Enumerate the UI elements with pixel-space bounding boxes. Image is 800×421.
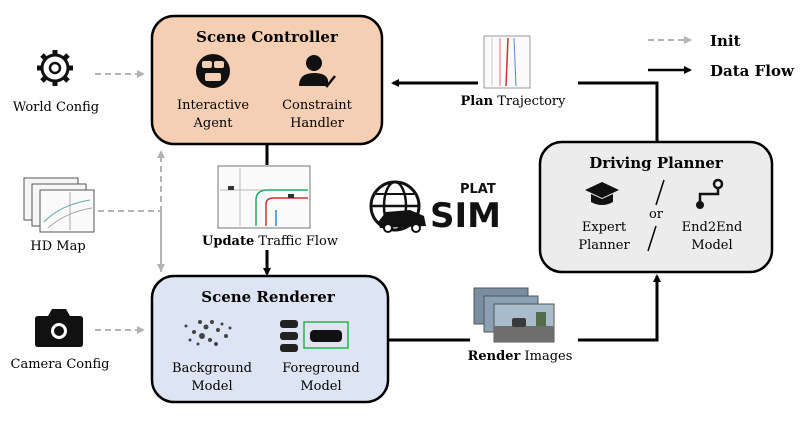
or-divider-top — [655, 179, 665, 206]
splatsim-logo: PLAT SIM — [369, 180, 501, 236]
end2end-model-label-line1: End2End — [682, 220, 743, 235]
scene-renderer-title: Scene Renderer — [201, 288, 336, 306]
legend-init-label: Init — [710, 32, 741, 50]
data-flow-arrows — [263, 79, 661, 342]
hd-map-label: HD Map — [30, 239, 85, 254]
constraint-handler-label-line2: Handler — [290, 116, 345, 131]
route-path-icon — [696, 178, 724, 209]
driving-planner-title: Driving Planner — [589, 154, 724, 172]
background-pointcloud-icon — [184, 320, 232, 346]
plan-label-rest: Trajectory — [493, 94, 566, 109]
interactive-agent-label-line1: Interactive — [177, 98, 249, 113]
expert-planner-label-line1: Expert — [582, 220, 627, 235]
user-check-icon — [299, 55, 336, 88]
legend-data-flow-label: Data Flow — [710, 62, 795, 80]
globe-car-icon — [369, 180, 426, 233]
driving-planner-box: Driving Planner Expert Planner or End2En… — [538, 140, 774, 274]
logo-text-top: PLAT — [460, 182, 496, 197]
interactive-agent-icon — [196, 54, 230, 88]
foreground-cars-icon — [280, 320, 349, 352]
end2end-model-label-line2: Model — [691, 238, 732, 253]
world-config-label: World Config — [13, 100, 99, 115]
camera-icon — [35, 309, 83, 347]
hd-map-thumbnail-icon — [23, 177, 95, 233]
plan-trajectory-item: Plan Trajectory — [461, 35, 567, 109]
scene-renderer-box: Scene Renderer Background Model Foregrou… — [150, 274, 390, 404]
update-label-bold: Update — [202, 234, 254, 249]
render-images-item: Render Images — [468, 287, 573, 364]
traffic-flow-thumbnail-icon — [217, 165, 311, 229]
constraint-handler-label-line1: Constraint — [282, 98, 353, 113]
graduation-cap-icon — [585, 182, 619, 205]
or-divider-bottom — [647, 225, 657, 252]
images-to-planner-arrow — [578, 274, 661, 342]
update-traffic-flow-item: Update Traffic Flow — [202, 165, 338, 249]
render-label-rest: Images — [520, 349, 572, 364]
scene-controller-title: Scene Controller — [196, 28, 339, 46]
world-config-item: World Config — [13, 50, 99, 115]
camera-config-label: Camera Config — [11, 357, 110, 372]
plan-label-bold: Plan — [461, 94, 494, 109]
trajectory-thumbnail-icon — [483, 35, 531, 89]
update-label-rest: Traffic Flow — [254, 234, 338, 249]
or-label: or — [649, 207, 664, 222]
background-model-label-line1: Background — [172, 361, 252, 376]
hd-map-item: HD Map — [23, 177, 95, 254]
render-label-bold: Render — [468, 349, 521, 364]
legend: Init Data Flow — [648, 32, 795, 80]
render-images-label: Render Images — [468, 349, 573, 364]
background-model-label-line2: Model — [191, 379, 232, 394]
expert-planner-label-line2: Planner — [578, 238, 630, 253]
interactive-agent-label-line2: Agent — [193, 116, 234, 131]
logo-text-main: SIM — [430, 196, 501, 236]
foreground-model-label-line2: Model — [300, 379, 341, 394]
camera-config-item: Camera Config — [11, 309, 110, 372]
rendered-images-thumbnail-icon — [473, 287, 555, 343]
plan-trajectory-label: Plan Trajectory — [461, 94, 567, 109]
init-arrows — [95, 70, 165, 334]
update-traffic-flow-label: Update Traffic Flow — [202, 234, 338, 249]
gear-icon — [37, 50, 73, 86]
plan-trajectory-line — [578, 81, 659, 142]
foreground-model-label-line1: Foreground — [282, 361, 359, 376]
scene-controller-box: Scene Controller Interactive Agent Const… — [150, 14, 384, 146]
